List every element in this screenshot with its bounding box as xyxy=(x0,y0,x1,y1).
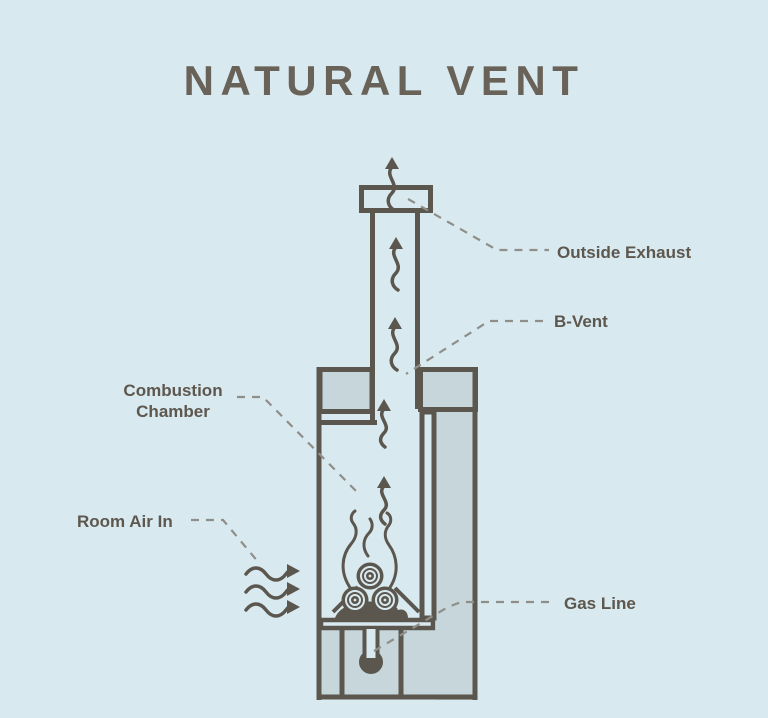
base-slab xyxy=(321,630,474,696)
b-vent-pipe xyxy=(359,185,433,424)
room-air-arrow-icon xyxy=(244,600,300,618)
label-room-air-in: Room Air In xyxy=(77,512,173,531)
fire-icon xyxy=(331,509,421,618)
log xyxy=(356,562,384,590)
room-air-flow-arrows-icon xyxy=(244,564,300,618)
page-title: NATURAL VENT xyxy=(183,57,585,104)
room-air-arrow-icon xyxy=(244,564,300,582)
label-gas-line: Gas Line xyxy=(564,594,636,613)
flue-flow-arrows xyxy=(377,157,403,526)
connector-room-air-in xyxy=(191,518,260,564)
firebox-inner-wall xyxy=(419,409,437,621)
chimney-chase xyxy=(316,367,478,700)
hearth-floor xyxy=(318,617,436,631)
log xyxy=(371,586,399,614)
label-combustion-chamber: Combustion Chamber xyxy=(123,381,223,422)
label-connectors xyxy=(191,198,553,652)
gas-pipe-bore xyxy=(366,629,376,658)
exhaust-flow-arrow-icon xyxy=(385,157,399,212)
flue-flow-arrow-icon xyxy=(377,399,391,449)
room-air-arrow-icon xyxy=(244,582,300,600)
log xyxy=(341,586,369,614)
left-header-block xyxy=(317,367,375,414)
fire-logs-icon xyxy=(341,562,399,614)
flue-flow-arrow-icon xyxy=(388,317,402,372)
right-header-block xyxy=(418,367,478,412)
connector-outside-exhaust xyxy=(407,198,549,252)
gas-pipe-icon xyxy=(359,629,383,674)
vent-cap-icon xyxy=(359,185,433,213)
label-b-vent: B-Vent xyxy=(554,312,608,331)
flames-icon xyxy=(341,509,398,591)
andiron-right xyxy=(393,586,421,614)
flue-flow-arrow-icon xyxy=(377,476,391,526)
flue-flow-arrow-icon xyxy=(389,237,403,292)
label-outside-exhaust: Outside Exhaust xyxy=(557,243,692,262)
connector-b-vent xyxy=(405,319,543,375)
connector-gas-line xyxy=(373,600,553,652)
